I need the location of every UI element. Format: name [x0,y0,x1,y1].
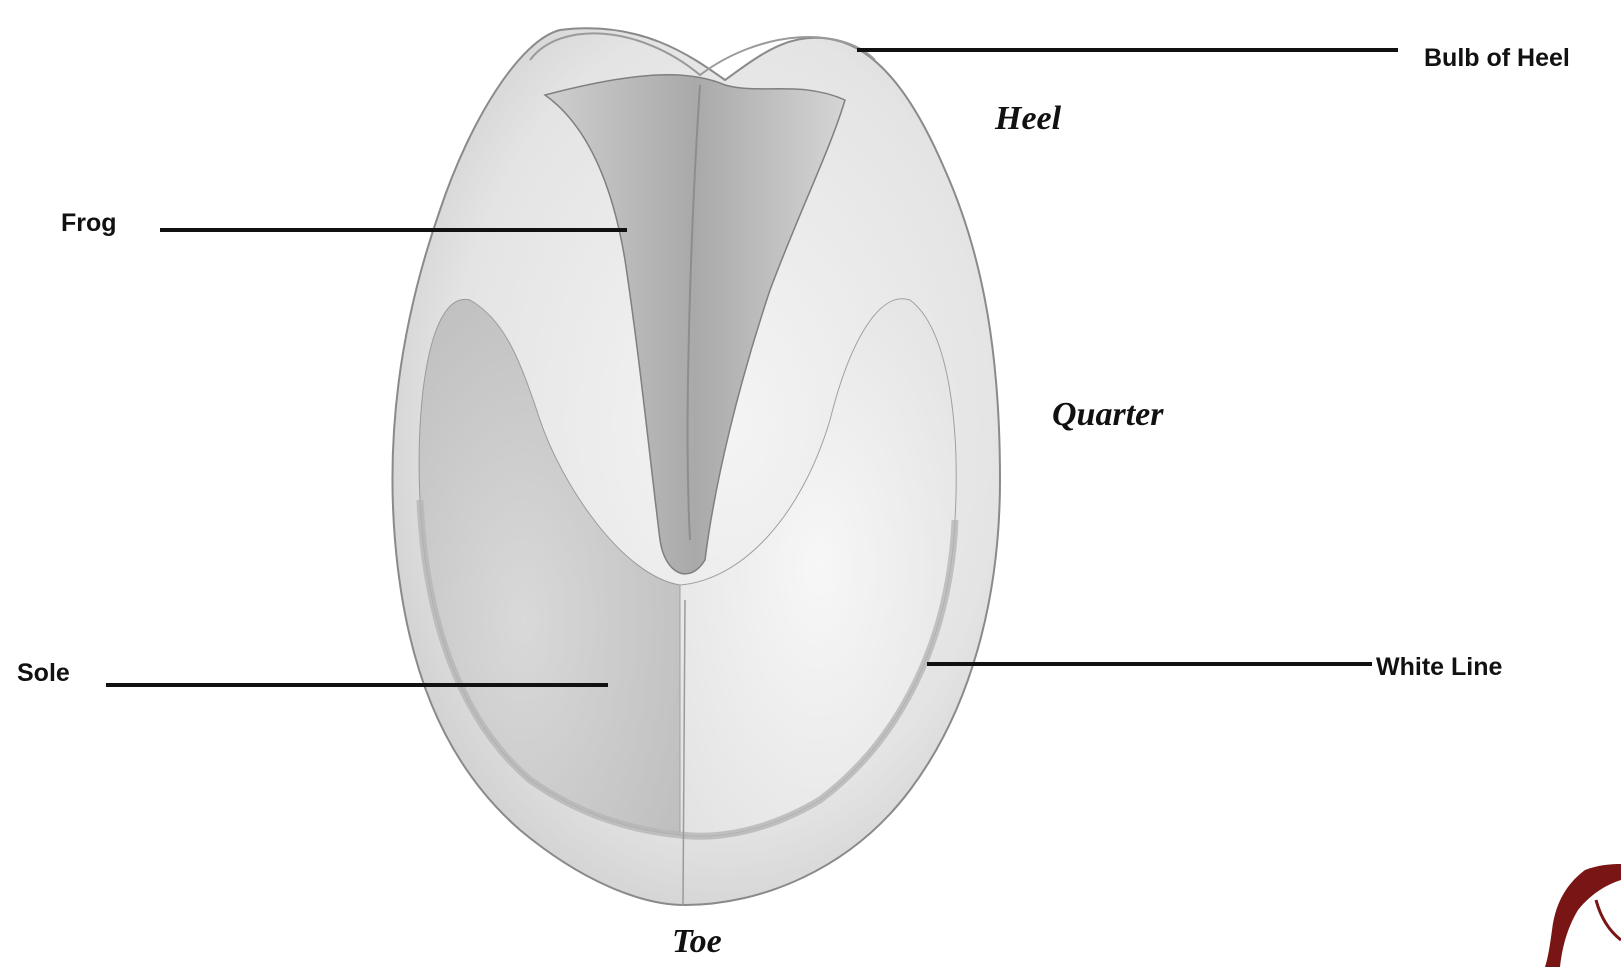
toe-region-label: Toe [672,925,722,959]
heel-region-label: Heel [995,102,1061,136]
quarter-region-label: Quarter [1052,398,1163,432]
frog-label: Frog [61,211,117,236]
sole-label: Sole [17,661,70,686]
white-line-label: White Line [1376,655,1502,680]
horse-head-logo [1545,864,1621,967]
bulb-of-heel-label: Bulb of Heel [1424,46,1570,71]
